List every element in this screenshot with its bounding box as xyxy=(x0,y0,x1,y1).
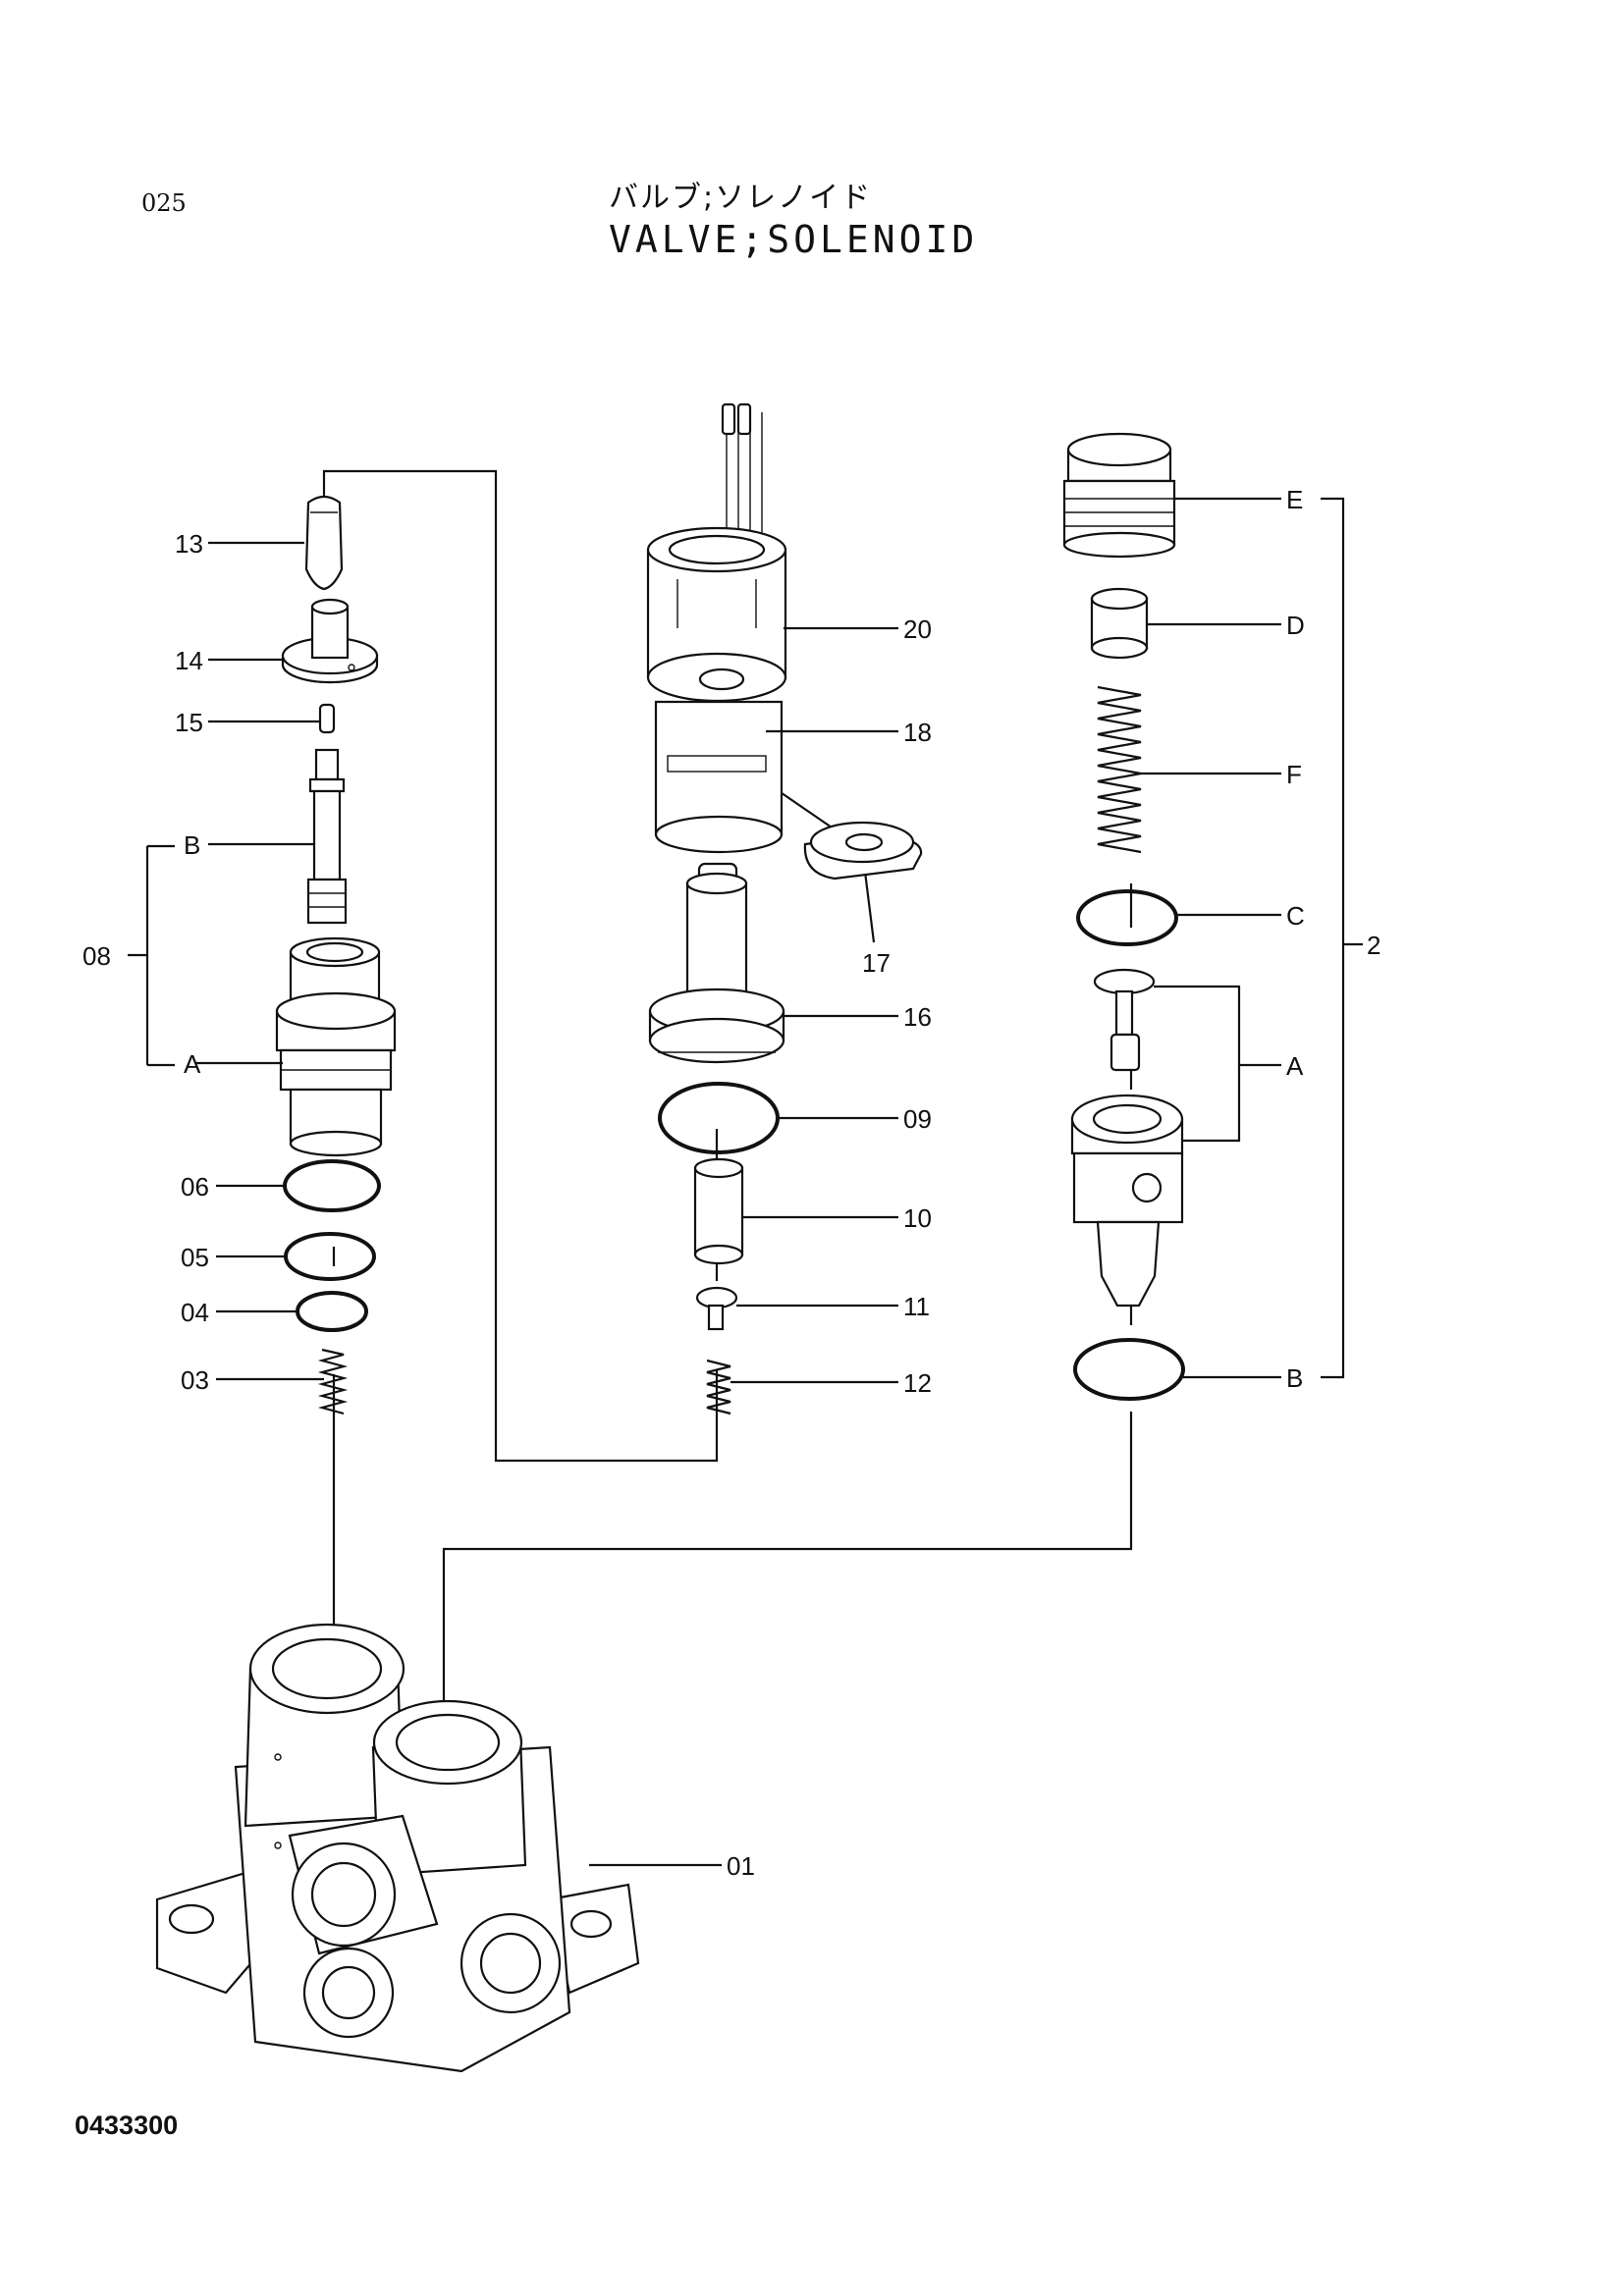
part-13-cap xyxy=(304,495,344,591)
part-B-o-ring xyxy=(1073,1338,1185,1401)
part-F-spring xyxy=(1097,685,1142,854)
label-11: 11 xyxy=(903,1292,930,1321)
part-20-nut xyxy=(646,526,787,703)
part-06-o-ring xyxy=(283,1159,381,1212)
part-16-tube xyxy=(648,862,785,1064)
part-C-o-ring xyxy=(1076,889,1178,946)
page-number: 025 xyxy=(141,189,187,217)
label-15: 15 xyxy=(175,708,203,737)
part-10-plunger xyxy=(693,1157,744,1265)
label-08: 08 xyxy=(82,941,111,971)
label-F: F xyxy=(1286,760,1302,789)
part-08-A-sleeve xyxy=(275,936,397,1157)
part-04-o-ring xyxy=(296,1291,368,1332)
wire-leads xyxy=(721,402,763,550)
label-03: 03 xyxy=(181,1365,209,1395)
label-01: 01 xyxy=(727,1851,755,1881)
label-20: 20 xyxy=(903,614,932,644)
title-english: VALVE;SOLENOID xyxy=(609,218,979,261)
part-E-plug xyxy=(1062,432,1176,559)
part-A-body xyxy=(1070,1094,1184,1308)
label-17: 17 xyxy=(862,948,891,978)
part-11-pin xyxy=(695,1286,738,1331)
label-14: 14 xyxy=(175,646,203,675)
part-01-valve-body xyxy=(155,1623,640,2073)
part-03-spring xyxy=(317,1348,349,1415)
label-09: 09 xyxy=(903,1104,932,1134)
label-2: 2 xyxy=(1367,931,1380,960)
label-06: 06 xyxy=(181,1172,209,1201)
part-18-coil xyxy=(654,700,784,854)
part-09-o-ring xyxy=(658,1082,780,1154)
label-13: 13 xyxy=(175,529,203,559)
part-labels: 13 14 15 B 08 A 06 05 04 03 20 18 17 16 … xyxy=(82,485,1380,1881)
label-D: D xyxy=(1286,611,1305,640)
part-17-washer xyxy=(803,821,923,881)
leader-lines xyxy=(196,497,1281,1867)
label-12: 12 xyxy=(903,1368,932,1398)
label-18: 18 xyxy=(903,718,932,747)
part-12-spring xyxy=(706,1359,731,1415)
label-10: 10 xyxy=(903,1203,932,1233)
label-C: C xyxy=(1286,901,1305,931)
title-japanese: バルブ;ソレノイド xyxy=(609,181,873,215)
label-04: 04 xyxy=(181,1298,209,1327)
part-A-seat xyxy=(1093,968,1156,1072)
part-05-o-ring xyxy=(284,1232,376,1281)
part-D-retainer xyxy=(1090,587,1149,660)
label-B-right: B xyxy=(1286,1363,1303,1393)
label-A-right: A xyxy=(1286,1051,1304,1081)
part-08-B-spool xyxy=(306,748,348,925)
label-E: E xyxy=(1286,485,1303,514)
part-15-pin xyxy=(318,703,336,734)
drawing-number: 0433300 xyxy=(75,2110,179,2140)
label-05: 05 xyxy=(181,1243,209,1272)
label-16: 16 xyxy=(903,1002,932,1032)
label-A-left: A xyxy=(184,1049,201,1079)
part-14-plate xyxy=(281,598,379,684)
label-B-left: B xyxy=(184,830,200,860)
